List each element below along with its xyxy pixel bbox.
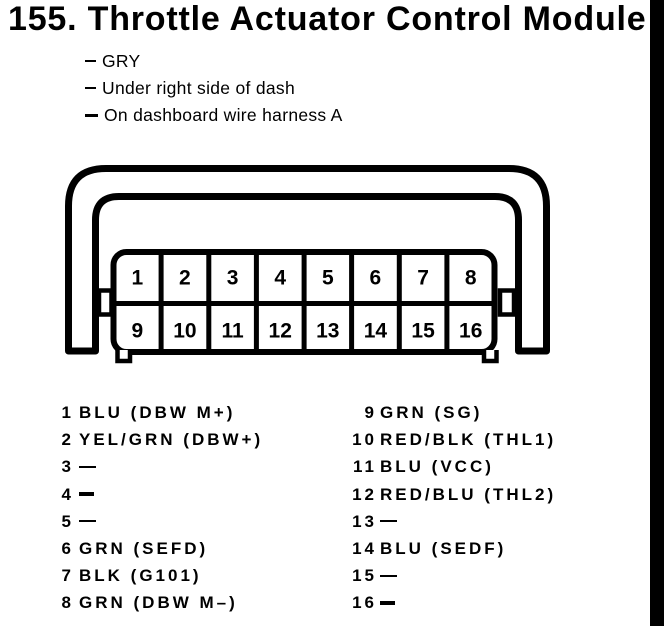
pin-number: 1 [61,403,74,422]
no-connection-dash-icon [79,492,94,496]
note-text: Under right side of dash [102,78,296,98]
left-foot [115,350,133,364]
note-text: GRY [102,51,141,71]
pin-number: 15 [352,566,377,586]
page-edge-scan-bar [650,0,664,626]
dash-icon [85,87,96,90]
pin-number: 8 [61,593,74,613]
pin-label: BLU (VCC) [380,457,494,477]
pin-label: RED/BLK (THL1) [380,430,557,450]
pin-number: 5 [61,511,74,531]
pin-row-13: 13 [330,508,556,535]
no-connection-dash-icon [380,520,397,523]
pin-label: YEL/GRN (DBW+) [79,430,264,450]
connector-pin-number: 4 [274,267,286,290]
pin-row-1: 1 BLU (DBW M+) [40,399,263,426]
location-note: GRY [85,48,343,75]
connector-pin-number: 15 [411,320,435,343]
dash-icon [85,113,98,118]
connector-pin-number: 11 [221,320,244,343]
pin-label [380,512,397,531]
pin-label [79,512,96,531]
location-note: Under right side of dash [85,75,343,102]
connector-pin-number: 14 [364,320,388,343]
pin-number: 7 [61,566,74,586]
pin-label [380,593,395,612]
no-connection-dash-icon [380,600,395,605]
pin-label: BLK (G101) [79,566,202,586]
pin-number: 6 [61,538,74,558]
pin-label: BLU (SEDF) [380,538,507,558]
pin-label [380,566,397,585]
connector-pin-number: 5 [322,267,334,290]
connector-pin-number: 8 [465,267,477,290]
left-latch-tab [96,288,114,317]
pin-label [79,457,96,476]
pin-row-3: 3 [40,453,263,480]
connector-pin-number: 1 [131,267,143,290]
location-notes: GRY Under right side of dash On dashboard … [85,48,343,129]
note-text: On dashboard wire harness A [104,105,343,125]
connector-pin-number: 16 [459,320,482,343]
pin-label: GRN (SG) [380,403,483,422]
pin-number: 13 [352,511,377,531]
dash-icon [85,60,96,63]
pin-number: 14 [352,538,377,558]
no-connection-dash-icon [79,465,96,468]
no-connection-dash-icon [380,574,397,577]
pin-row-4: 4 [40,481,263,508]
connector-pin-number: 12 [269,320,292,343]
pin-number: 9 [364,403,377,422]
connector-pin-number: 9 [131,320,143,343]
pin-label [79,485,94,504]
connector-pin-number: 3 [227,267,239,290]
pin-row-15: 15 [330,562,556,589]
right-latch-tab [497,288,517,317]
pin-number: 4 [61,484,74,504]
pin-label: GRN (DBW M–) [79,593,238,613]
connector-pin-number: 6 [370,267,382,290]
connector-pin-number: 2 [179,267,191,290]
pin-grid-lines [113,252,495,352]
pin-label: RED/BLU (THL2) [380,484,557,504]
pin-row-16: 16 [330,589,556,616]
pin-label: BLU (DBW M+) [79,403,236,422]
pin-label: GRN (SEFD) [79,538,209,558]
pin-number: 16 [352,593,377,613]
pin-number: 10 [352,430,377,450]
connector-pin-number: 10 [173,320,196,343]
connector-pin-number: 7 [417,267,429,290]
pin-row-5: 5 [40,508,263,535]
location-note: On dashboard wire harness A [85,102,343,129]
pin-number: 3 [61,457,74,477]
no-connection-dash-icon [79,520,96,523]
pin-number: 12 [352,484,377,504]
pin-number: 2 [61,430,74,450]
pin-number: 11 [353,457,377,477]
page-title: 155. Throttle Actuator Control Module [8,0,647,38]
harness-loop-outline [65,165,550,355]
connector-pin-number: 13 [316,320,339,343]
right-foot [481,350,499,364]
